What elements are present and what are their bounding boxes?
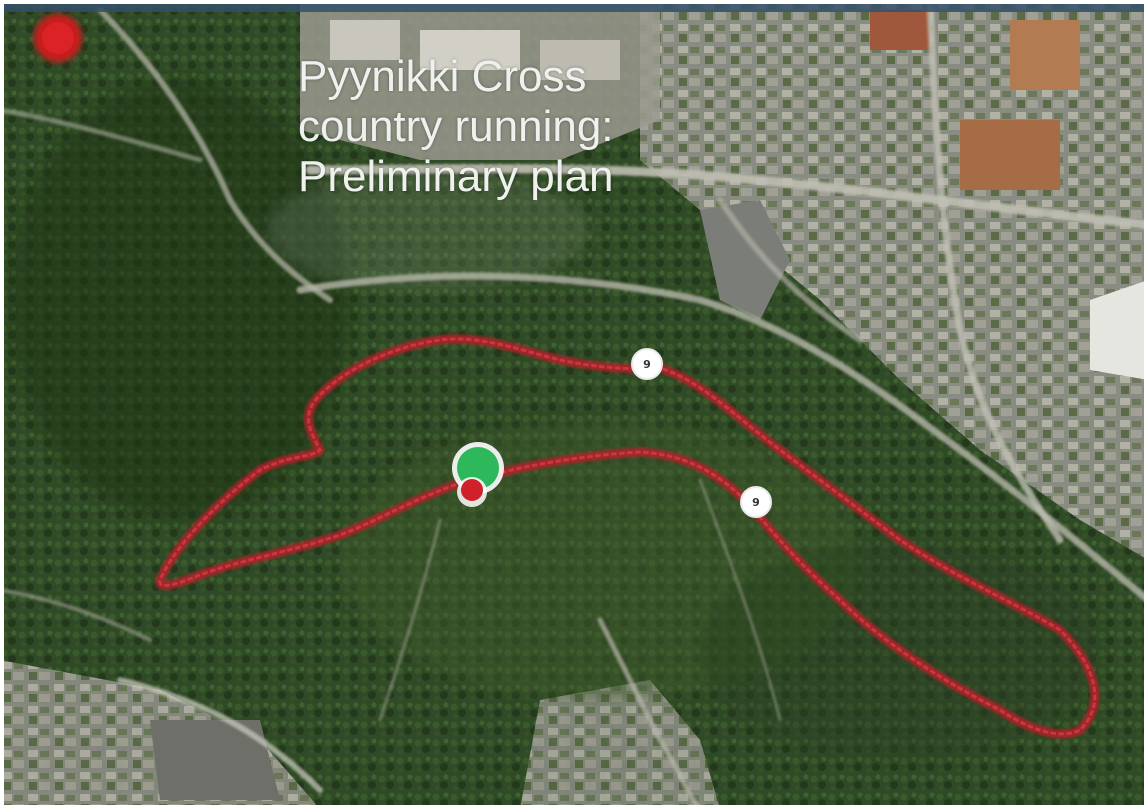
corner-marker-icon[interactable] xyxy=(34,14,82,62)
checkpoint-label: 9 xyxy=(643,358,651,371)
race-route xyxy=(155,334,1100,739)
checkpoint-icon[interactable]: 9 xyxy=(631,348,663,380)
finish-marker-icon[interactable] xyxy=(457,477,487,507)
title-line-3: Preliminary plan xyxy=(298,152,614,201)
checkpoint-label: 9 xyxy=(752,496,760,509)
title-line-2: country running: xyxy=(298,102,614,151)
checkpoint-icon[interactable]: 9 xyxy=(740,486,772,518)
map-title: Pyynikki Cross country running: Prelimin… xyxy=(298,52,768,202)
title-line-1: Pyynikki Cross xyxy=(298,52,587,101)
